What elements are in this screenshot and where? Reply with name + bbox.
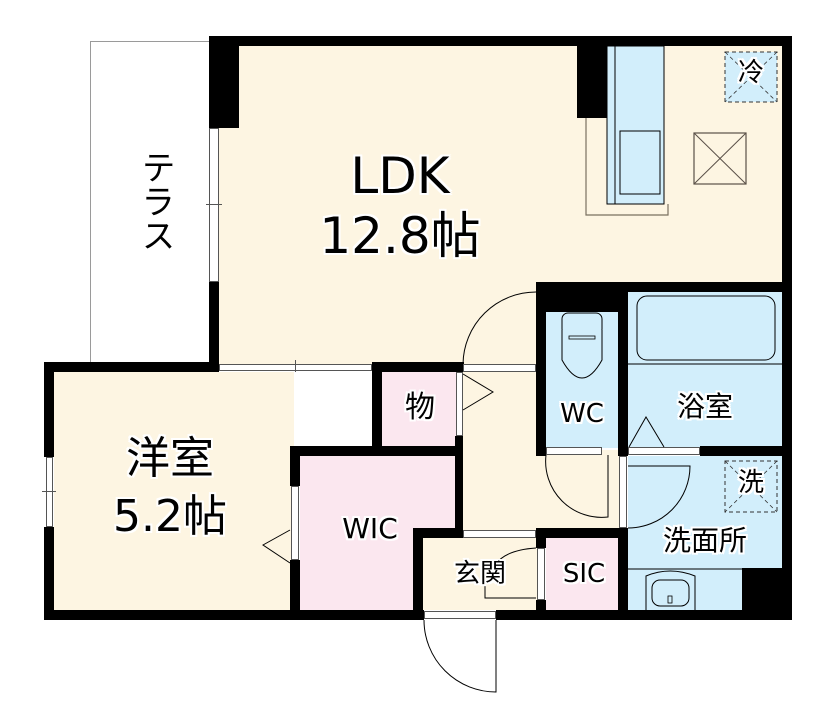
entrance-step-opening bbox=[463, 530, 536, 538]
sic-door-opening[interactable] bbox=[537, 548, 545, 600]
kitchen-counter-icon bbox=[585, 45, 669, 216]
wall bbox=[742, 568, 792, 618]
folding-door-icon bbox=[628, 416, 665, 448]
wc-door-opening[interactable] bbox=[546, 447, 602, 455]
refrigerator-icon bbox=[724, 51, 778, 103]
wall bbox=[496, 610, 792, 620]
vent-icon bbox=[693, 132, 747, 185]
wall bbox=[372, 362, 382, 456]
door-swing-icon bbox=[494, 547, 537, 566]
washing-machine-label: 洗 bbox=[737, 468, 764, 498]
wall bbox=[372, 362, 464, 372]
wall bbox=[290, 446, 300, 486]
storage-label: 物 bbox=[405, 390, 435, 425]
window-divider bbox=[42, 491, 56, 492]
wall bbox=[290, 446, 463, 456]
wall bbox=[536, 600, 546, 620]
western-room bbox=[54, 372, 294, 610]
wc-label: WC bbox=[560, 399, 604, 429]
front-door-opening[interactable] bbox=[424, 611, 496, 619]
terrace-area bbox=[90, 41, 210, 364]
wall bbox=[700, 446, 792, 456]
wall bbox=[209, 36, 239, 128]
shoe-closet bbox=[546, 538, 622, 610]
storage-closet bbox=[381, 372, 459, 446]
ldk-name: LDK bbox=[350, 147, 450, 205]
wall bbox=[536, 528, 546, 548]
wic-label: WIC bbox=[342, 512, 398, 545]
terrace-window bbox=[209, 128, 219, 282]
wall bbox=[209, 36, 792, 46]
western-room-size: 5.2帖 bbox=[113, 491, 227, 542]
door-swing-icon bbox=[627, 465, 691, 529]
hallway-lower bbox=[460, 450, 620, 540]
wall bbox=[44, 362, 219, 372]
wall bbox=[413, 528, 463, 538]
terrace-label: テラス bbox=[135, 150, 175, 252]
western-room-window bbox=[46, 457, 53, 527]
storage-door-opening[interactable] bbox=[456, 372, 463, 436]
wall bbox=[536, 282, 628, 312]
wall bbox=[290, 560, 300, 620]
door-swing-icon bbox=[462, 291, 537, 365]
wall bbox=[618, 528, 628, 618]
wall bbox=[782, 36, 792, 619]
washroom-door-opening[interactable] bbox=[619, 456, 627, 528]
sic-label: SIC bbox=[562, 559, 606, 589]
wall bbox=[413, 528, 423, 620]
bathroom-label: 浴室 bbox=[676, 390, 733, 423]
window-divider bbox=[206, 204, 222, 205]
wall bbox=[618, 446, 628, 456]
toilet-icon bbox=[561, 312, 603, 379]
sliding-door-icon bbox=[462, 373, 494, 411]
bathroom-door-opening[interactable] bbox=[628, 447, 700, 455]
western-room-name: 洋室 bbox=[126, 433, 214, 484]
ldk-size: 12.8帖 bbox=[319, 207, 481, 265]
wall bbox=[455, 362, 463, 372]
entrance-step-line bbox=[484, 585, 536, 599]
front-door-swing-icon bbox=[423, 619, 497, 693]
refrigerator-label: 冷 bbox=[737, 58, 764, 88]
wall bbox=[44, 527, 54, 620]
wic-door-opening[interactable] bbox=[291, 486, 299, 560]
ldk-door-opening[interactable] bbox=[463, 364, 536, 372]
washbasin-icon bbox=[645, 570, 696, 610]
wall bbox=[44, 610, 424, 620]
wall bbox=[536, 282, 792, 292]
door-swing-icon bbox=[545, 454, 609, 518]
wall bbox=[44, 362, 54, 457]
window-divider bbox=[295, 360, 296, 372]
bathtub-icon bbox=[636, 295, 776, 361]
wall bbox=[618, 282, 628, 456]
entrance-label: 玄関 bbox=[453, 559, 506, 589]
wall bbox=[536, 282, 546, 456]
wall bbox=[209, 282, 219, 372]
wall bbox=[536, 528, 628, 538]
wall bbox=[455, 446, 463, 538]
wall bbox=[577, 36, 607, 118]
washing-machine-icon bbox=[724, 460, 778, 513]
washroom-label: 洗面所 bbox=[662, 524, 747, 557]
sliding-door-icon bbox=[262, 529, 291, 564]
